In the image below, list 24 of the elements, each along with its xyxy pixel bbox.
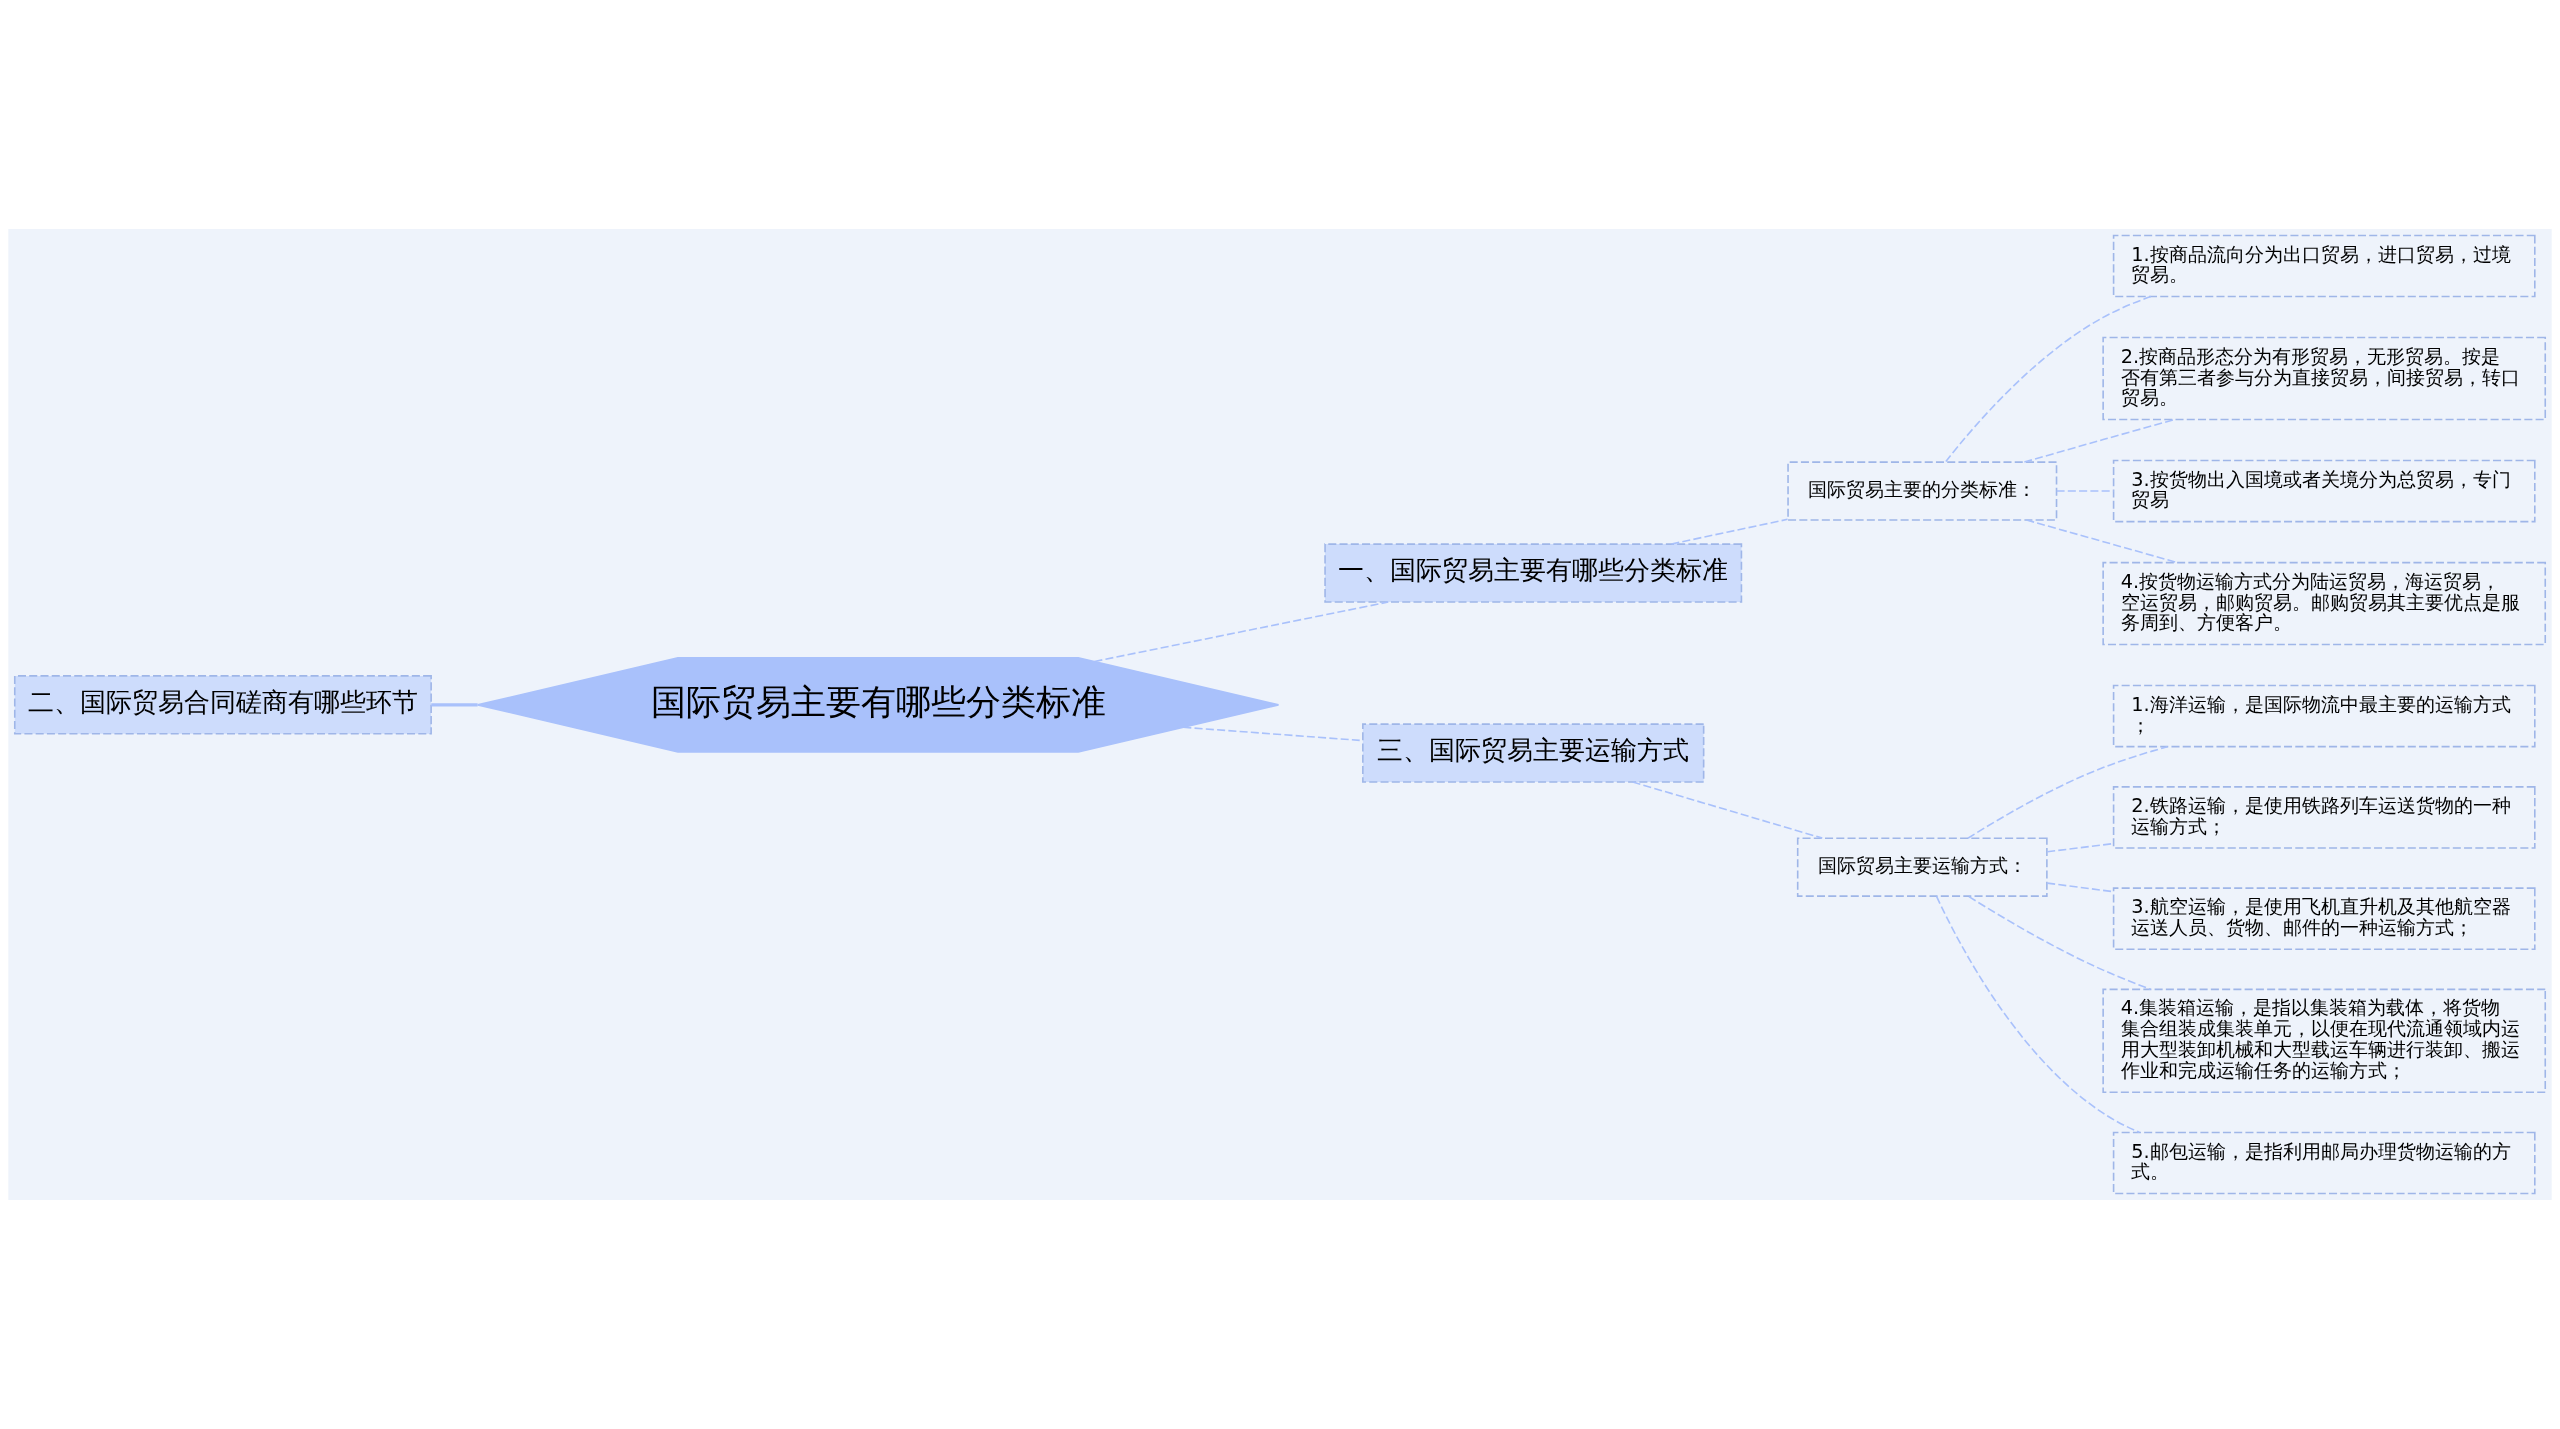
node-box: 3.按货物出入国境或者关境分为总贸易，专门贸易 <box>2112 459 2536 523</box>
node-box: 2.按商品形态分为有形贸易，无形贸易。按是否有第三者参与分为直接贸易，间接贸易，转口贸易。 <box>2102 336 2547 421</box>
node-box: 1.海洋运输，是国际物流中最主要的运输方式； <box>2112 684 2536 748</box>
node-box: 一、国际贸易主要有哪些分类标准 <box>1324 543 1743 603</box>
node-box: 二、国际贸易合同磋商有哪些环节 <box>13 675 432 735</box>
connector <box>1945 295 2152 463</box>
connector <box>2025 519 2178 564</box>
connector <box>1631 781 1824 839</box>
node-box: 5.邮包运输，是指利用邮局办理货物运输的方式。 <box>2112 1131 2536 1195</box>
node-box: 国际贸易主要运输方式： <box>1796 837 2048 897</box>
connector <box>2055 490 2115 492</box>
node-box: 2.铁路运输，是使用铁路列车运送货物的一种运输方式； <box>2112 786 2536 849</box>
node-box: 三、国际贸易主要运输方式 <box>1362 723 1705 783</box>
connector <box>1093 601 1390 663</box>
node-box: 国际贸易主要的分类标准： <box>1787 461 2058 521</box>
node-box: 4.按货物运输方式分为陆运贸易，海运贸易，空运贸易，邮购贸易。邮购贸易其主要优点是服务周到、方便客户。 <box>2102 561 2547 646</box>
node-box: 1.按商品流向分为出口贸易，进口贸易，过境贸易。 <box>2112 234 2536 298</box>
connector <box>1670 518 1789 545</box>
node-box: 4.集装箱运输，是指以集装箱为载体，将货物集合组装成集装单元，以便在现代流通领域内运用大型装卸机械和大型载运车辆进行装卸、搬运作业和完成运输任务的运输方式； <box>2102 988 2547 1094</box>
connector <box>1935 895 2141 1134</box>
connector <box>2023 418 2176 463</box>
node-box: 3.航空运输，是使用飞机直升机及其他航空器运送人员、货物、邮件的一种运输方式； <box>2112 887 2536 950</box>
connector <box>1967 745 2169 839</box>
connector <box>431 703 478 707</box>
